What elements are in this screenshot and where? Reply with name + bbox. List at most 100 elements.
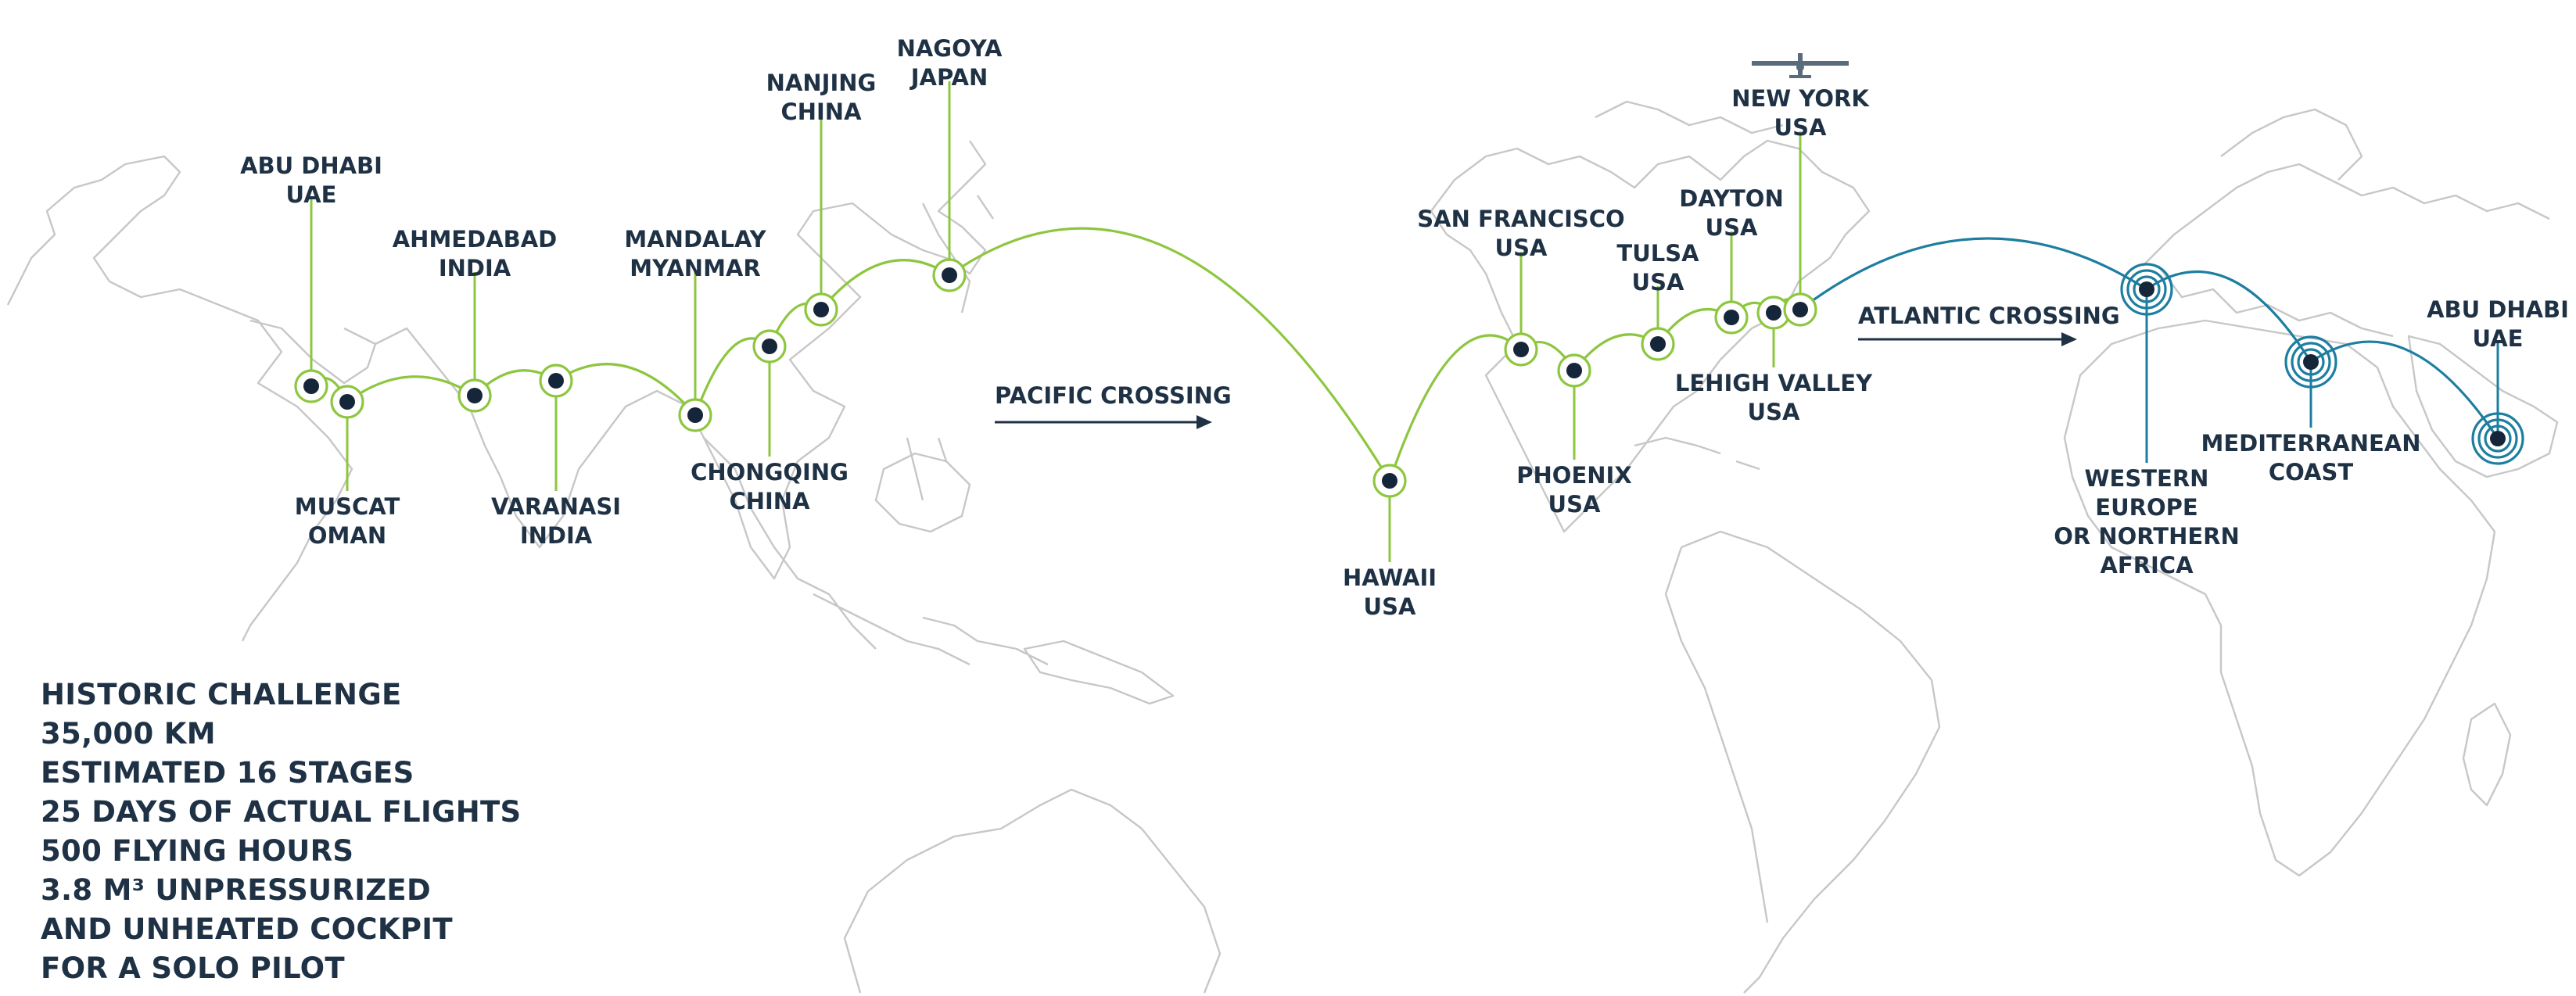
stop-label-line: LEHIGH VALLEY xyxy=(1675,370,1873,396)
stop-dot-western-europe xyxy=(2139,281,2154,297)
stop-label-line: USA xyxy=(1706,214,1758,241)
stop-label-line: DAYTON xyxy=(1679,185,1783,212)
stop-dot-dayton xyxy=(1724,310,1739,325)
land-scandinavia xyxy=(2220,108,2363,181)
stop-ring-western-europe xyxy=(2133,275,2161,303)
stop-label-line: UAE xyxy=(286,181,337,208)
stop-label-nanjing: NANJING CHINA xyxy=(766,70,877,125)
stop-marker-abu-dhabi-end[interactable] xyxy=(2471,412,2524,465)
stop-dot-varanasi xyxy=(548,373,564,389)
atlantic-crossing-arrow: ATLANTIC CROSSING xyxy=(1858,303,2120,346)
stat-line: AND UNHEATED COCKPIT xyxy=(41,912,453,946)
stat-line: HISTORIC CHALLENGE xyxy=(41,678,402,711)
stop-label-line: AHMEDABAD xyxy=(393,226,558,253)
label-leader-lines xyxy=(310,81,2499,562)
stop-label-line: EUROPE xyxy=(2095,494,2197,521)
stop-dot-nanjing xyxy=(813,302,829,317)
land-japan xyxy=(921,195,994,313)
stop-label-line: NEW YORK xyxy=(1731,85,1870,112)
stop-dot-phoenix xyxy=(1566,363,1582,378)
land-europe xyxy=(2142,163,2550,338)
land-europe-middle-east xyxy=(6,155,353,642)
stop-label-line: COAST xyxy=(2269,459,2353,485)
route-segment-mediterranean-to-abu-dhabi-end xyxy=(2310,340,2499,439)
stop-dot-muscat xyxy=(339,394,355,410)
stop-ring-abu-dhabi-end xyxy=(2471,412,2524,465)
stop-label-line: UAE xyxy=(2473,325,2524,352)
stop-label-line: MYANMAR xyxy=(630,255,760,281)
stop-marker-mandalay[interactable] xyxy=(678,398,712,432)
land-new-guinea xyxy=(1023,640,1175,705)
stop-label-line: NAGOYA xyxy=(897,35,1003,62)
stop-label-line: VARANASI xyxy=(491,493,621,520)
stop-marker-lehigh-valley[interactable] xyxy=(1756,296,1791,330)
stop-label-line: PHOENIX xyxy=(1516,462,1631,489)
land-arabian-peninsula xyxy=(2407,335,2559,478)
stop-label-line: SAN FRANCISCO xyxy=(1417,206,1624,232)
challenge-stats: HISTORIC CHALLENGE 35,000 KM ESTIMATED 1… xyxy=(41,675,521,988)
route-segment-varanasi-to-mandalay xyxy=(555,363,697,417)
stop-marker-new-york[interactable] xyxy=(1783,292,1817,327)
stop-marker-nanjing[interactable] xyxy=(804,292,838,327)
stop-marker-hawaii[interactable] xyxy=(1372,464,1407,498)
stop-label-line: CHINA xyxy=(729,488,810,514)
stop-marker-nagoya[interactable] xyxy=(932,258,967,292)
land-india-asia xyxy=(375,140,987,580)
stop-dot-mandalay xyxy=(687,407,703,423)
stop-marker-varanasi[interactable] xyxy=(539,364,573,398)
stop-dot-new-york xyxy=(1792,302,1808,317)
route-segment-new-york-to-western-europe xyxy=(1799,237,2147,311)
stop-marker-phoenix[interactable] xyxy=(1557,353,1591,388)
stop-label-line: JAPAN xyxy=(909,64,988,91)
land-africa xyxy=(2063,319,2496,877)
stop-marker-abu-dhabi-start[interactable] xyxy=(294,369,328,403)
stop-marker-tulsa[interactable] xyxy=(1641,327,1675,361)
stop-marker-mediterranean[interactable] xyxy=(2284,335,2337,389)
stop-marker-dayton[interactable] xyxy=(1714,300,1749,335)
pacific-crossing-arrow: PACIFIC CROSSING xyxy=(995,382,1232,429)
stop-label-line: TULSA xyxy=(1616,240,1699,267)
stop-ring-abu-dhabi-end xyxy=(2484,425,2512,453)
stop-label-line: USA xyxy=(1364,593,1416,620)
stop-label-line: CHONGQING xyxy=(691,459,849,485)
stop-marker-san-francisco[interactable] xyxy=(1504,332,1538,367)
atlantic-arrow-head xyxy=(2061,332,2077,346)
land-borneo xyxy=(874,452,971,533)
stat-line: 25 DAYS OF ACTUAL FLIGHTS xyxy=(41,795,522,829)
stop-label-line: CHINA xyxy=(780,99,862,125)
stop-label-line: OMAN xyxy=(308,522,386,549)
stop-marker-western-europe[interactable] xyxy=(2120,263,2173,316)
stop-marker-ahmedabad[interactable] xyxy=(457,378,492,413)
stop-dot-chongqing xyxy=(762,339,777,354)
stop-ring-mediterranean xyxy=(2297,348,2325,376)
stop-dot-nagoya xyxy=(942,267,957,283)
land-southeast-asia xyxy=(703,437,877,650)
stop-label-line: NANJING xyxy=(766,70,877,96)
stop-ring-mediterranean xyxy=(2291,342,2331,382)
stat-line: ESTIMATED 16 STAGES xyxy=(41,756,414,790)
stat-line: 3.8 M³ UNPRESSURIZED xyxy=(41,873,431,907)
land-philippines xyxy=(906,437,948,501)
stop-ring-mediterranean xyxy=(2284,335,2337,389)
stop-marker-chongqing[interactable] xyxy=(752,329,787,364)
stop-label-line: USA xyxy=(1748,399,1800,425)
stop-dot-abu-dhabi-start xyxy=(303,378,319,394)
stop-label-line: INDIA xyxy=(520,522,593,549)
stop-dot-lehigh-valley xyxy=(1766,305,1781,321)
route-segment-muscat-to-ahmedabad xyxy=(346,375,475,403)
stop-marker-muscat[interactable] xyxy=(330,385,364,419)
land-indonesia xyxy=(813,593,1049,666)
